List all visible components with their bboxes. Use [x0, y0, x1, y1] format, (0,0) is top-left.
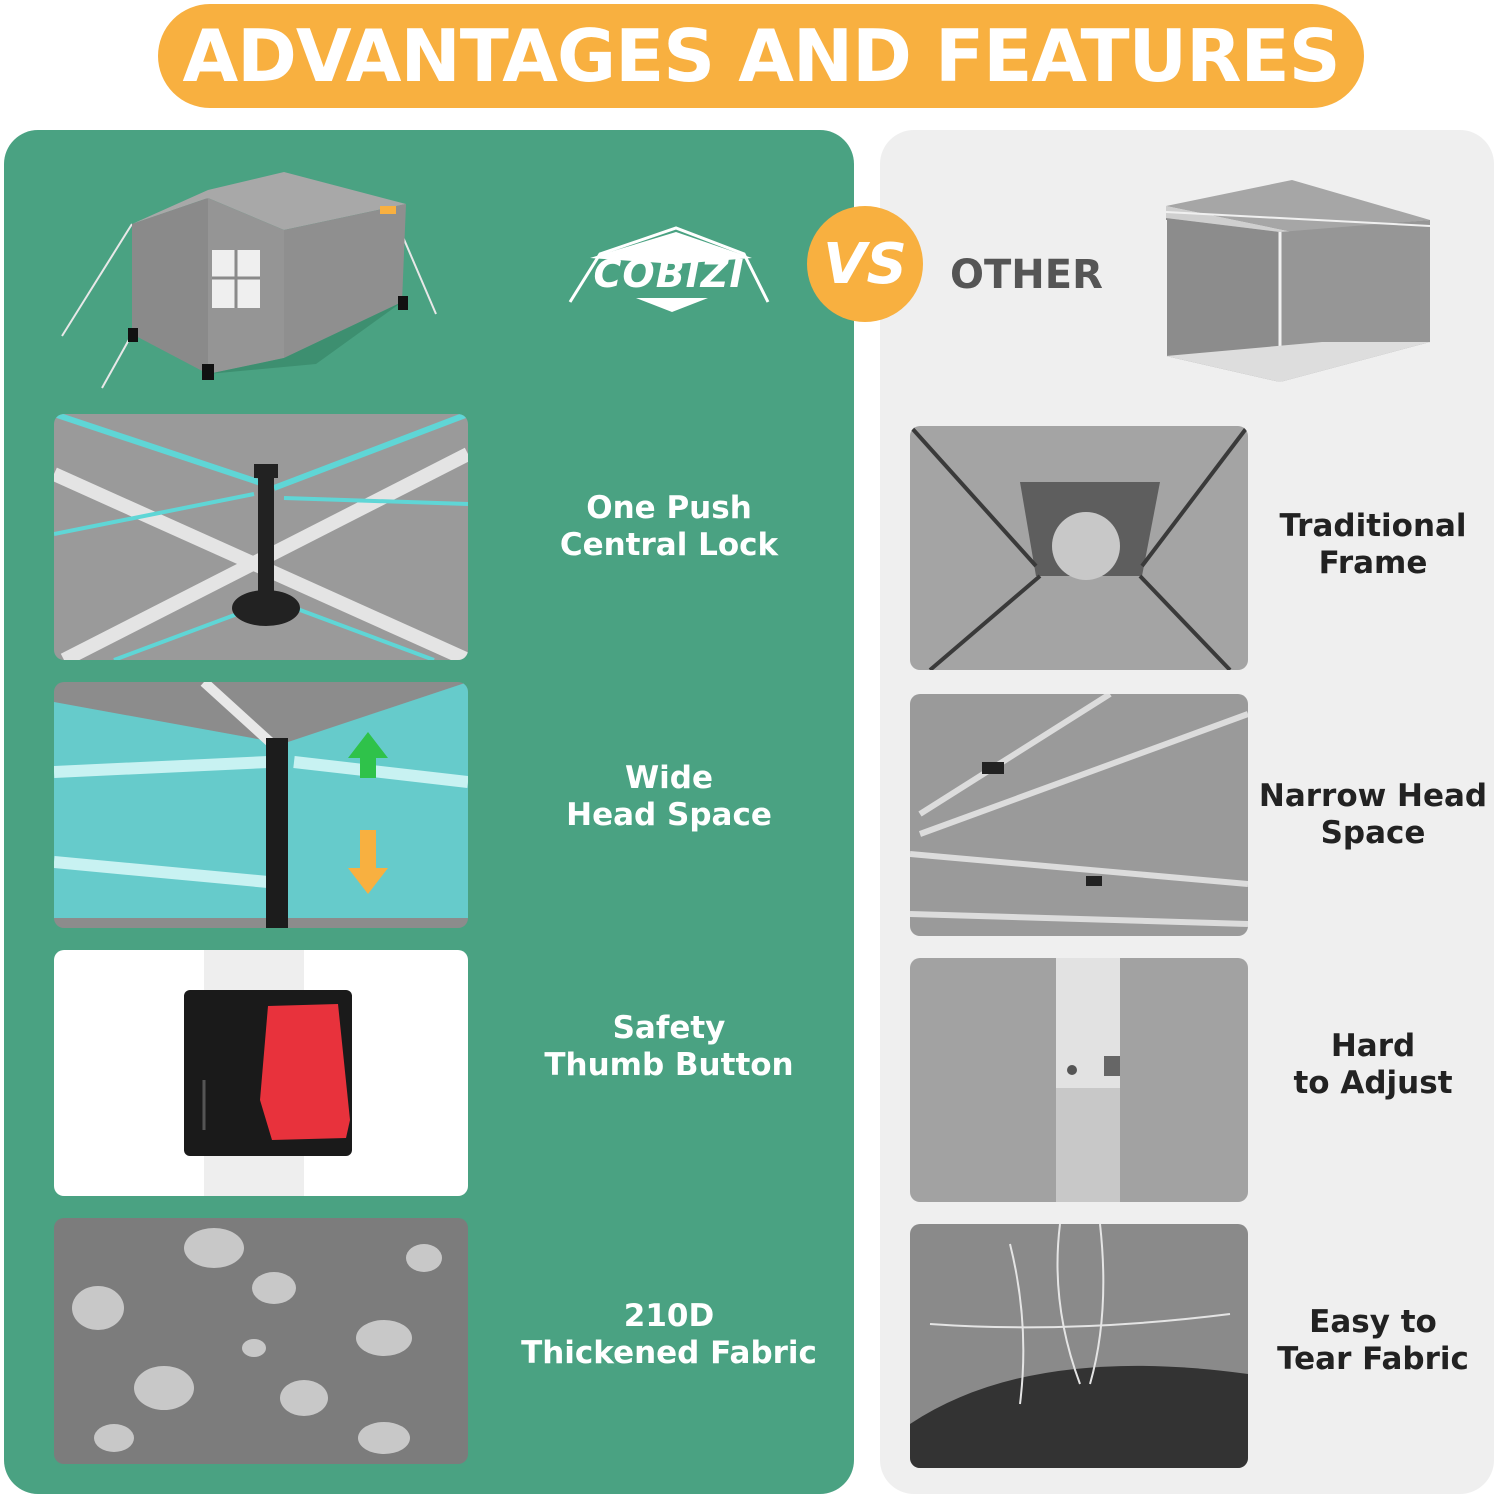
cobizi-logo: COBIZI — [566, 224, 772, 316]
canopy-icon — [61, 172, 437, 389]
traditional-frame-photo — [910, 426, 1248, 670]
canopy-icon — [1165, 180, 1431, 382]
hard-to-adjust-photo — [910, 958, 1248, 1202]
feature-wide-head-space: Wide Head Space — [566, 760, 772, 833]
vs-badge: VS — [807, 206, 923, 322]
central-lock-photo — [54, 414, 468, 660]
other-heading: OTHER — [950, 252, 1103, 298]
logo-text: COBIZI — [593, 252, 745, 296]
feature-thickened-fabric: 210D Thickened Fabric — [521, 1298, 817, 1371]
feature-one-push: One Push Central Lock — [559, 490, 779, 563]
easy-tear-fabric-photo — [910, 1224, 1248, 1468]
logo-roof-icon — [568, 226, 770, 312]
feature-safety-thumb-button: Safety Thumb Button — [544, 1010, 794, 1083]
feature-traditional-frame: Traditional Frame — [1279, 508, 1467, 581]
other-canopy-image — [1162, 176, 1434, 388]
feature-narrow-head-space: Narrow Head Space — [1258, 778, 1488, 851]
banner-title: ADVANTAGES AND FEATURES — [182, 14, 1340, 98]
title-banner: ADVANTAGES AND FEATURES — [158, 4, 1364, 108]
cobizi-canopy-image — [58, 168, 442, 392]
thick-fabric-photo — [54, 1218, 468, 1464]
narrow-head-space-photo — [910, 694, 1248, 936]
feature-hard-to-adjust: Hard to Adjust — [1293, 1028, 1453, 1101]
feature-easy-tear-fabric: Easy to Tear Fabric — [1277, 1304, 1469, 1377]
thumb-button-photo — [54, 950, 468, 1196]
head-space-photo — [54, 682, 468, 928]
